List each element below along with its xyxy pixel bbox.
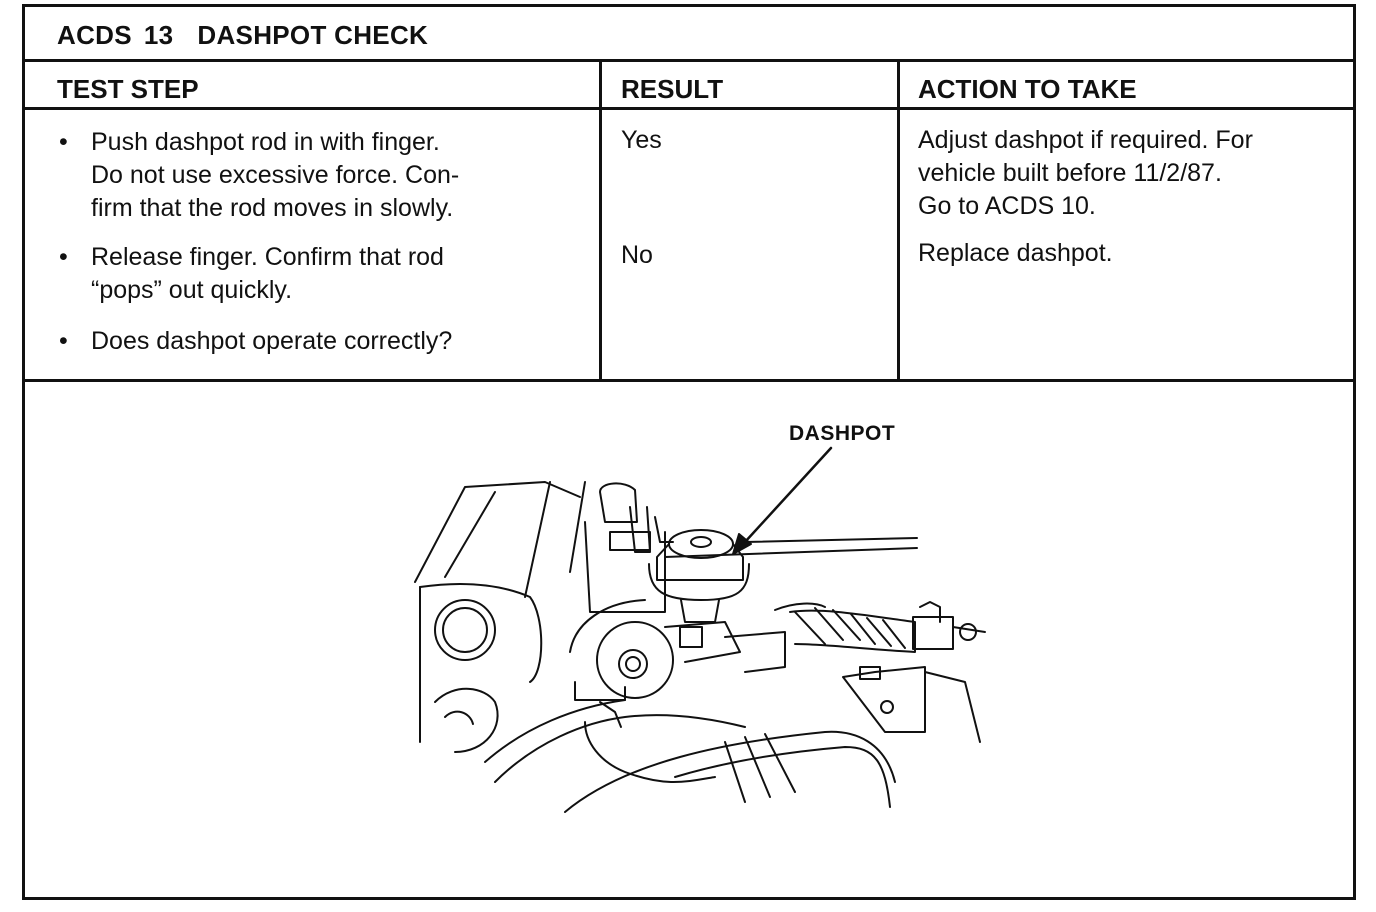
lower-hose-ribs [724, 733, 796, 803]
engine-outline [444, 710, 474, 725]
fitting [599, 482, 638, 523]
result-yes: Yes [621, 126, 662, 154]
test-step-2: • Release finger. Confirm that rod “pops… [59, 241, 579, 307]
callout-arrow-line [743, 446, 833, 544]
engine-outline [414, 481, 581, 583]
fitting [629, 506, 651, 553]
page-title: ACDS 13 DASHPOT CHECK [57, 20, 428, 51]
linkage [574, 681, 626, 701]
lower-hose [484, 699, 626, 763]
title-code: ACDS [57, 20, 132, 50]
throttle-pulley [596, 621, 674, 699]
table-header-row: TEST STEP RESULT ACTION TO TAKE [25, 62, 1353, 110]
cable-end [952, 626, 986, 633]
title-name: DASHPOT CHECK [197, 20, 429, 50]
action-no: Replace dashpot. [918, 237, 1113, 270]
lower-hose [564, 730, 896, 813]
engine-outline [434, 687, 499, 753]
action-yes: Adjust dashpot if required. For vehicle … [918, 124, 1253, 223]
header-result: RESULT [621, 74, 724, 104]
linkage-nut [679, 626, 703, 648]
hose-line [664, 547, 918, 558]
action-line: Go to ACDS 10. [918, 192, 1096, 220]
dashpot-callout-label: DASHPOT [789, 422, 896, 445]
linkage [569, 599, 646, 653]
engine-outline [419, 583, 543, 683]
cable-boot [789, 609, 916, 653]
fitting [609, 531, 651, 551]
column-divider-1 [599, 62, 602, 379]
linkage [724, 631, 786, 673]
bullet: • [59, 327, 68, 355]
cable-end [919, 601, 941, 623]
step-line: Release finger. Confirm that rod [91, 243, 444, 271]
engine-outline [569, 481, 586, 573]
test-step-3: • Does dashpot operate correctly? [59, 325, 579, 358]
engine-outline [444, 491, 496, 578]
cable-bracket [924, 671, 981, 743]
result-no: No [621, 241, 653, 269]
action-line: Adjust dashpot if required. For [918, 126, 1253, 154]
table-body-row: • Push dashpot rod in with finger. Do no… [25, 110, 1353, 382]
engine-outline [524, 481, 551, 598]
engine-dashpot-drawing [414, 446, 986, 813]
column-divider-2 [897, 62, 900, 379]
test-step-1: • Push dashpot rod in with finger. Do no… [59, 126, 579, 225]
step-line: “pops” out quickly. [91, 276, 293, 304]
cable-boot [794, 607, 906, 649]
lower-hose [599, 701, 622, 728]
header-test-step: TEST STEP [57, 74, 199, 104]
action-line: Replace dashpot. [918, 239, 1113, 267]
cable-end [912, 616, 954, 650]
step-line: Push dashpot rod in with finger. [91, 128, 440, 156]
cable-bracket [842, 666, 926, 733]
lower-hose [494, 714, 746, 783]
header-action: ACTION TO TAKE [918, 74, 1137, 104]
title-number: 13 [143, 20, 174, 50]
cable [774, 602, 826, 611]
lower-hose [674, 746, 891, 808]
bracket-bolt [859, 666, 881, 680]
step-line: firm that the rod moves in slowly. [91, 194, 454, 222]
engine-port [442, 607, 488, 653]
bullet: • [59, 128, 68, 156]
title-row: ACDS 13 DASHPOT CHECK [25, 7, 1353, 62]
throttle-pulley-hub [625, 656, 641, 672]
dashpot-cap-center [690, 536, 712, 548]
dashpot-check-sheet: ACDS 13 DASHPOT CHECK TEST STEP RESULT ACT… [22, 4, 1356, 900]
throttle-pulley-hub [618, 649, 648, 679]
throttle-body [584, 521, 666, 613]
dashpot-housing [648, 563, 750, 601]
step-line: Does dashpot operate correctly? [91, 327, 453, 355]
bracket-bolt [880, 700, 894, 714]
step-line: Do not use excessive force. Con- [91, 161, 460, 189]
dashpot-diaphragm [656, 543, 744, 581]
engine-port [434, 599, 496, 661]
dashpot-cap [668, 529, 734, 559]
dashpot-rod-housing [680, 599, 720, 623]
hose-line [744, 537, 918, 543]
dashpot-illustration-panel: DASHPOT [25, 382, 1353, 900]
bullet: • [59, 243, 68, 271]
cable-end [959, 623, 977, 641]
lower-hose [584, 721, 716, 783]
action-line: vehicle built before 11/2/87. [918, 159, 1222, 187]
